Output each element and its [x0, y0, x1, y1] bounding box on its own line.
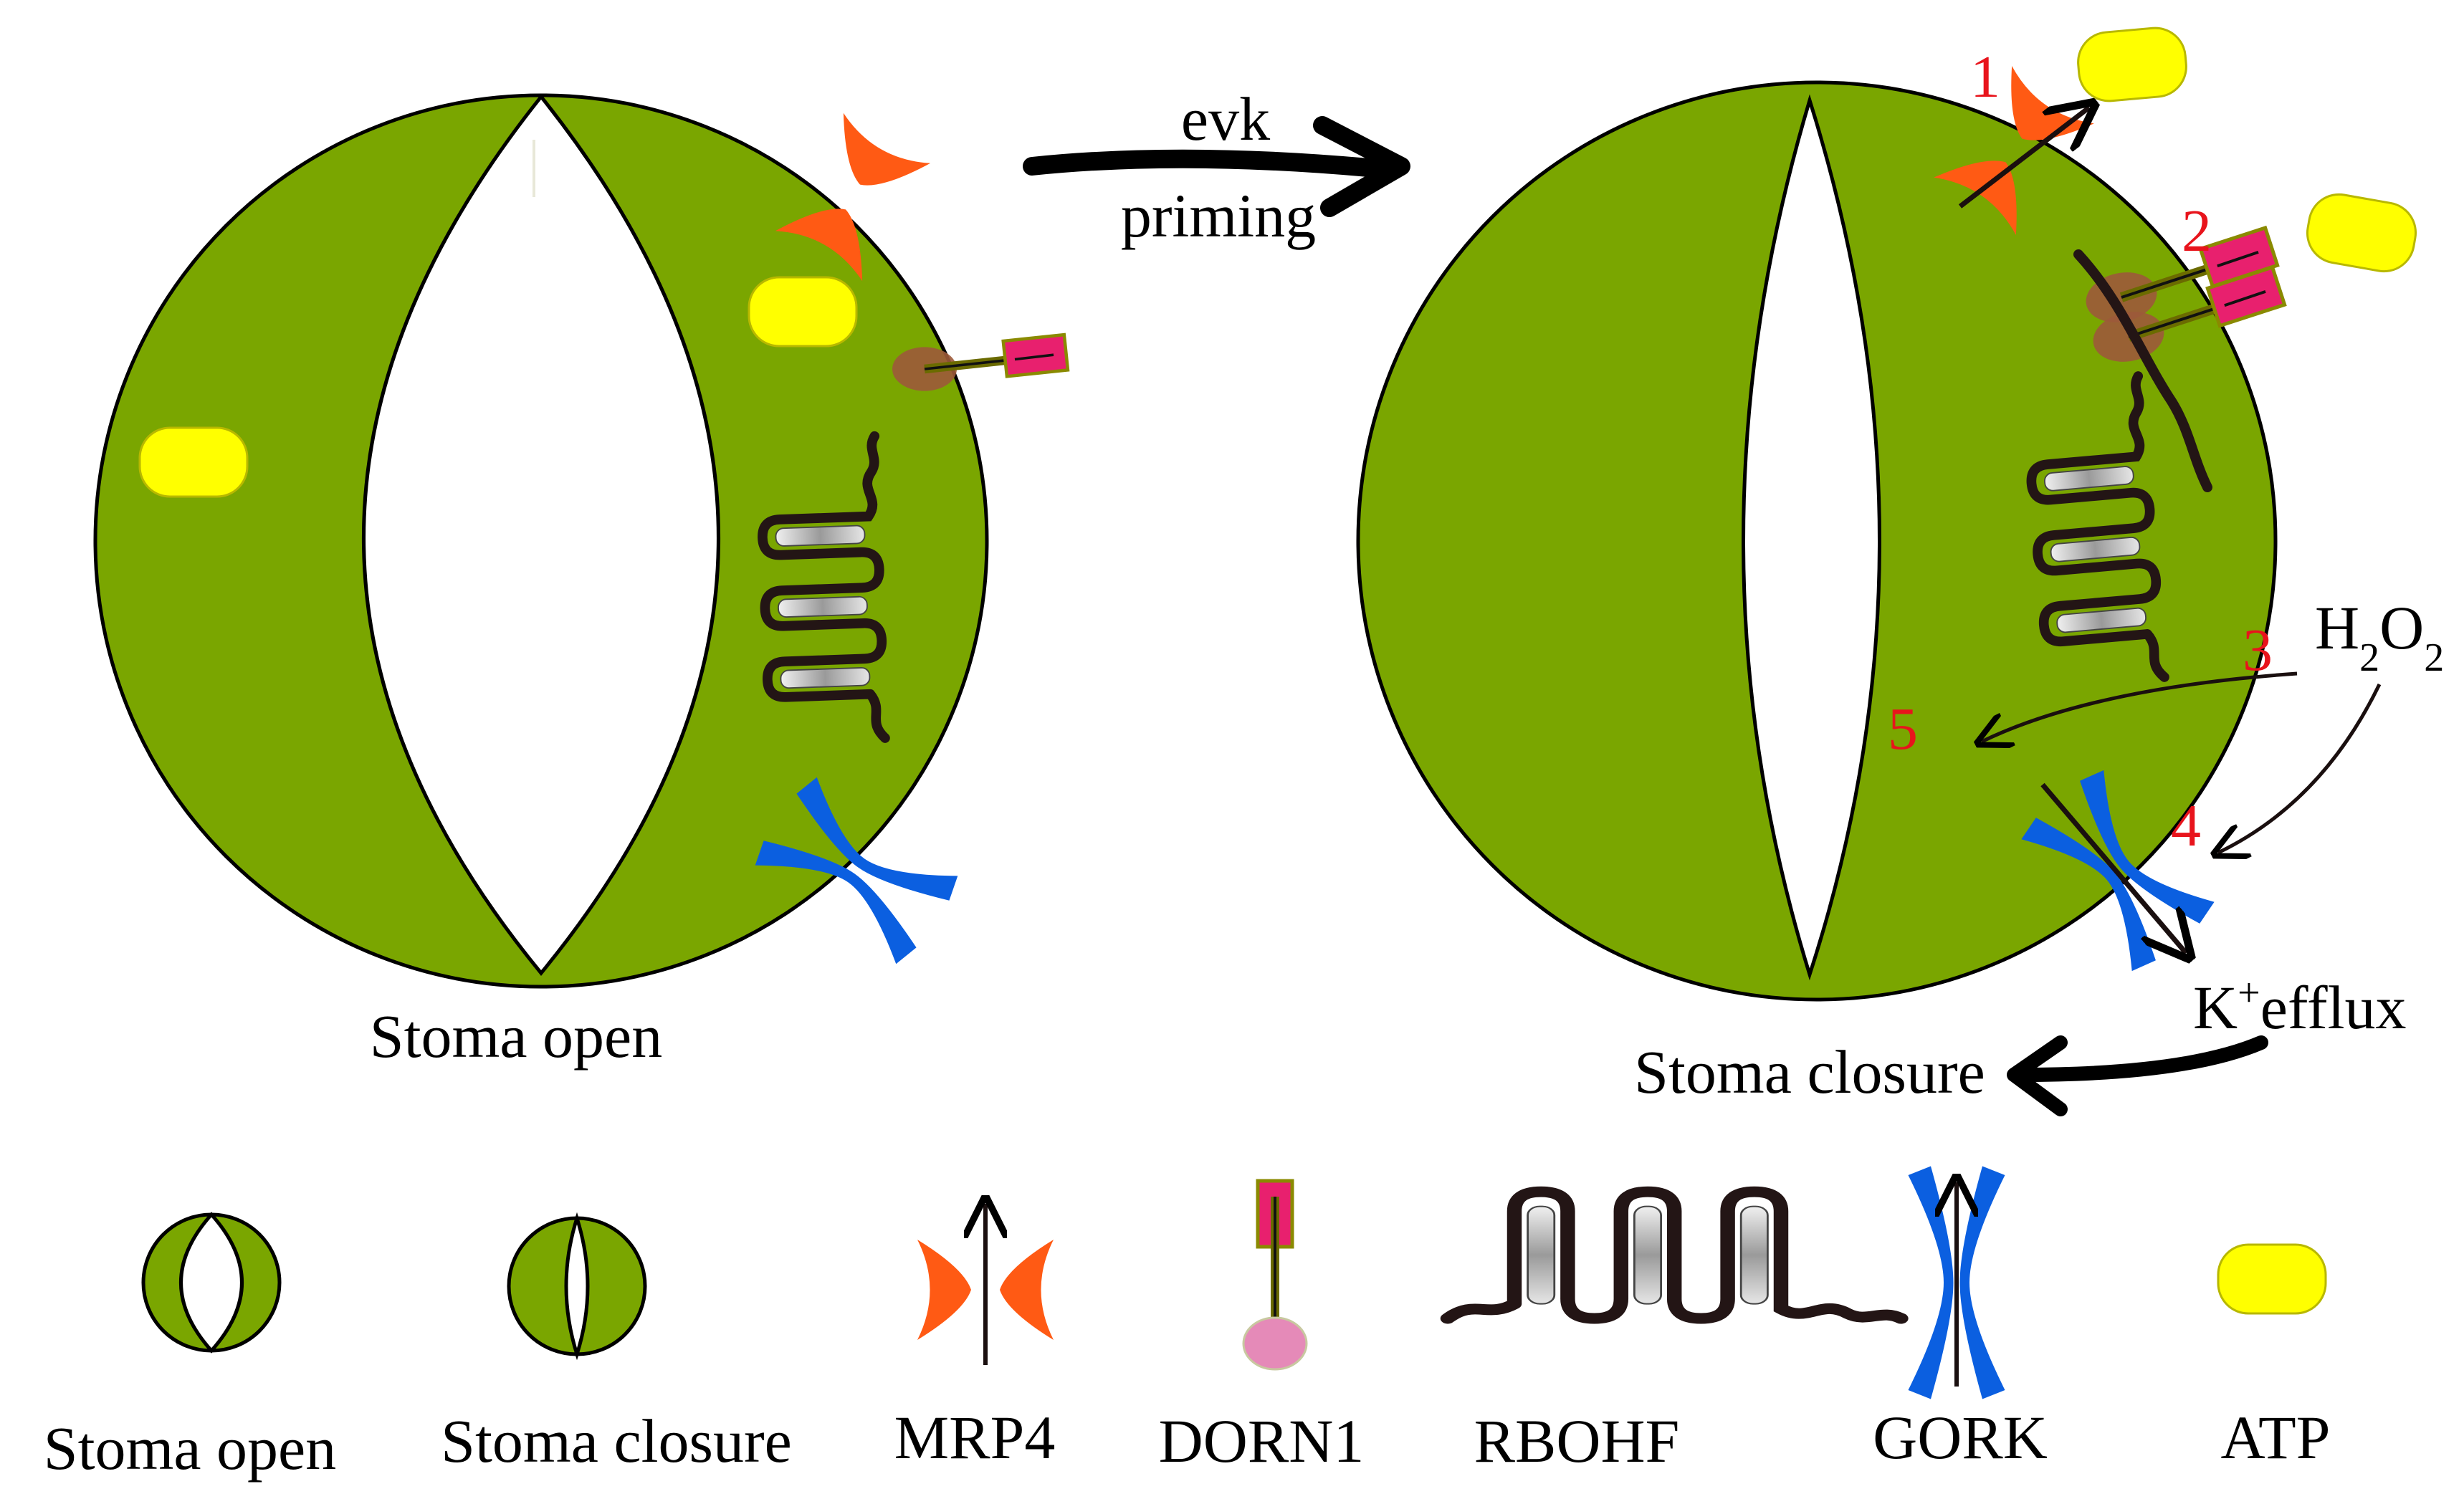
rbohf-icon — [1448, 1192, 1901, 1318]
right-stoma-label: Stoma closure — [1634, 1038, 1985, 1106]
gork-icon — [1908, 1166, 2005, 1399]
legend-label-stoma-closure: Stoma closure — [441, 1407, 792, 1475]
k-efflux-to-closure-arrow — [2007, 1035, 2268, 1116]
atp-icon — [138, 426, 249, 498]
atp-icon — [2074, 24, 2190, 105]
step-number-3: 3 — [2243, 617, 2273, 684]
atp-icon — [2217, 1243, 2327, 1315]
stoma-open-icon — [141, 1212, 282, 1354]
right-stoma-closure — [1356, 80, 2278, 1002]
evk-priming-arrow — [1023, 116, 1410, 217]
atp-icon — [748, 276, 858, 348]
gork-efflux-arrow — [2040, 782, 2186, 953]
legend-label-rbohf: RBOHF — [1474, 1407, 1680, 1475]
legend-label-atp: ATP — [2221, 1403, 2331, 1472]
legend — [141, 1166, 2327, 1399]
arrow-label-evk: evk — [1181, 85, 1270, 153]
legend-label-dorn1: DORN1 — [1159, 1407, 1365, 1475]
mrp4-icon — [917, 1204, 1054, 1365]
h2o2-to-gork-arrow — [2218, 683, 2382, 853]
left-stoma-label: Stoma open — [370, 1002, 662, 1071]
step-number-1: 1 — [1970, 44, 2000, 110]
k-efflux-label: K+efflux — [2193, 971, 2407, 1042]
stoma-closure-icon — [507, 1212, 647, 1361]
legend-label-gork: GORK — [1873, 1403, 2048, 1472]
h2o2-to-step5-arrow — [1982, 671, 2298, 742]
arrow-label-priming: priming — [1121, 181, 1316, 250]
dorn1-icon — [1242, 1179, 1308, 1371]
rbohf-tail — [2073, 249, 2212, 492]
step-number-4: 4 — [2171, 793, 2201, 859]
atp-icon — [2301, 188, 2422, 277]
legend-label-mrp4: MRP4 — [894, 1403, 1056, 1472]
legend-labels: Stoma open Stoma closure MRP4 DORN1 RBOH… — [44, 1403, 2331, 1483]
step-number-2: 2 — [2182, 198, 2212, 264]
h2o2-label: H2O2 — [2315, 593, 2444, 680]
mrp4-transport-arrow — [1958, 107, 2089, 209]
legend-label-stoma-open: Stoma open — [44, 1414, 336, 1483]
step-number-5: 5 — [1888, 696, 1918, 762]
